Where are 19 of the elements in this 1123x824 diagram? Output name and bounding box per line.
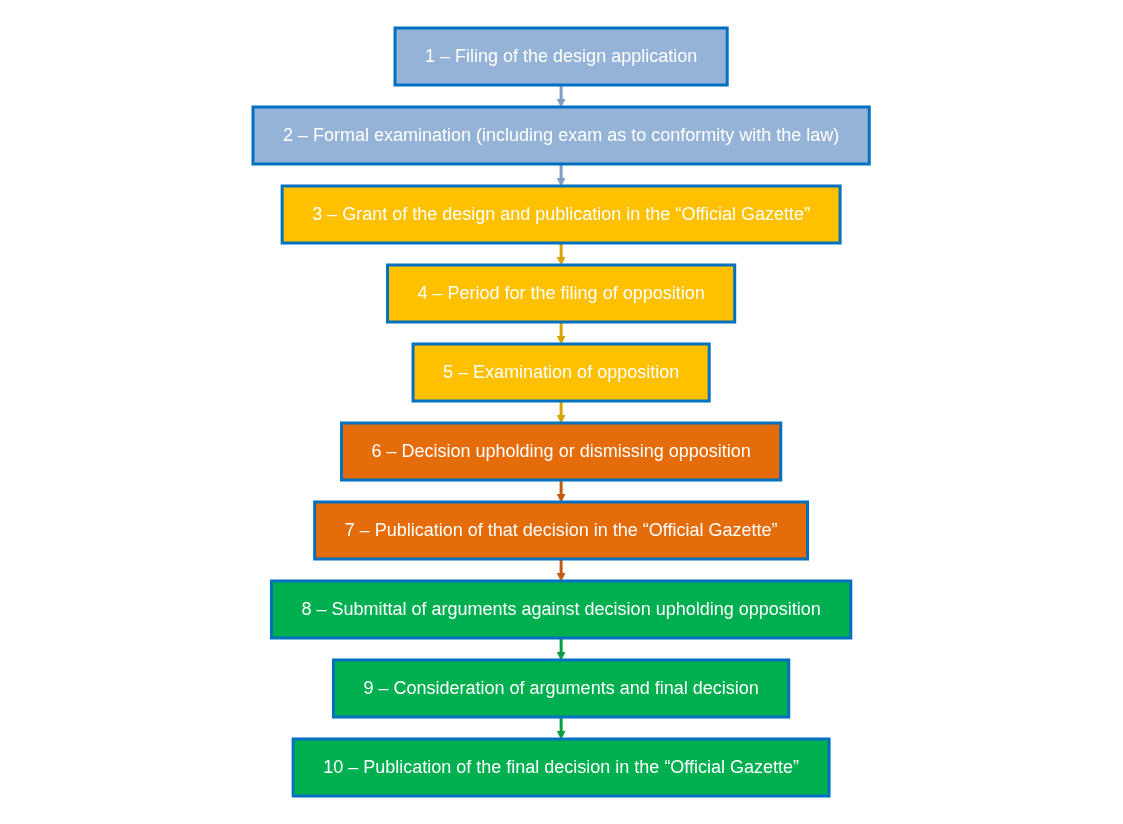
node-box: 10 – Publication of the final decision in the “Official Gazette” (292, 737, 831, 798)
node-box: 7 – Publication of that decision in the “Official Gazette” (313, 500, 810, 561)
arrow (557, 480, 566, 503)
node-box: 5 – Examination of opposition (411, 342, 712, 403)
arrow (557, 85, 566, 108)
node-box: 4 – Period for the filing of opposition (386, 263, 737, 324)
arrow (557, 322, 566, 345)
node-box: 1 – Filing of the design application (393, 26, 730, 87)
arrow (557, 717, 566, 740)
node-box: 6 – Decision upholding or dismissing opposition (340, 421, 783, 482)
node-box: 3 – Grant of the design and publication in the “Official Gazette” (281, 184, 842, 245)
arrow (557, 164, 566, 187)
node-box: 9 – Consideration of arguments and final decision (332, 658, 791, 719)
node-box: 2 – Formal examination (including exam as to conformity with the law) (251, 105, 872, 166)
arrow (557, 243, 566, 266)
arrow (557, 401, 566, 424)
arrow (557, 638, 566, 661)
arrow (557, 559, 566, 582)
node-box: 8 – Submittal of arguments against decision upholding opposition (270, 579, 853, 640)
